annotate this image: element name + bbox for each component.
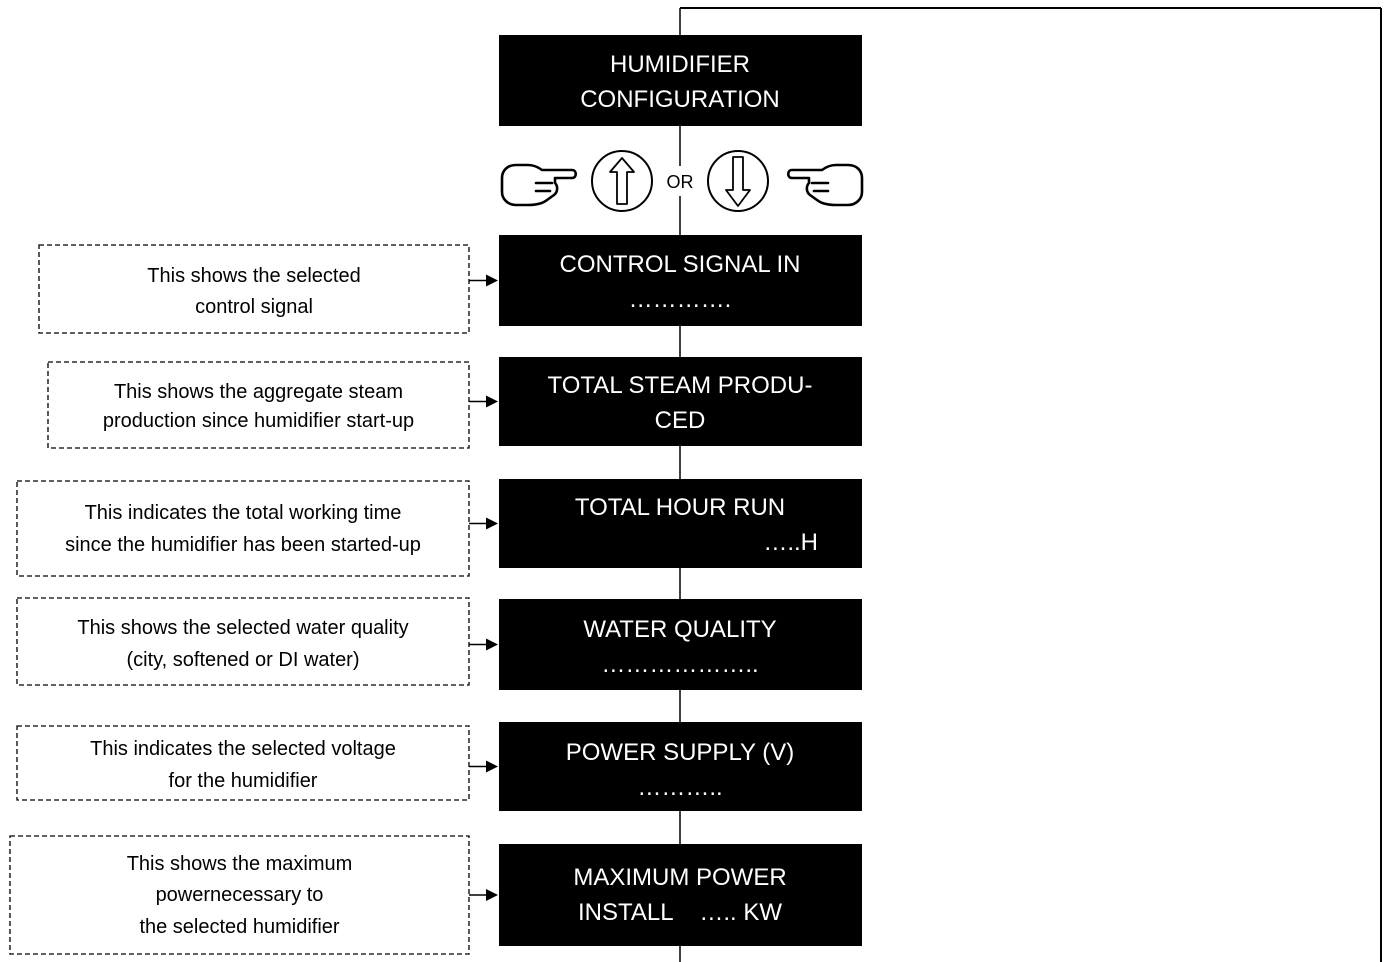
menu-item-5: POWER SUPPLY (V) ……….. This indicates the … bbox=[16, 722, 862, 811]
title-box: HUMIDIFIER CONFIGURATION bbox=[499, 35, 862, 126]
down-arrow-button-icon bbox=[707, 150, 769, 212]
menu-item-3: TOTAL HOUR RUN …..H This indicates the tot… bbox=[16, 479, 862, 577]
menu-item-value: CED bbox=[655, 407, 706, 434]
menu-item-6: MAXIMUM POWER INSTALL ….. KW This shows th… bbox=[9, 835, 862, 955]
note-box bbox=[16, 597, 470, 686]
menu-item-box bbox=[499, 479, 862, 568]
menu-item-box bbox=[499, 844, 862, 946]
note-text-line: This shows the selected bbox=[147, 265, 360, 287]
pointing-hand-left-icon bbox=[786, 163, 864, 207]
navigation-row: OR bbox=[500, 150, 864, 212]
arrowhead-icon bbox=[486, 638, 498, 651]
note-box bbox=[16, 725, 470, 801]
menu-item-box bbox=[499, 235, 862, 326]
menu-item-value: ……….. bbox=[637, 774, 722, 801]
note-text-line: production since humidifier start-up bbox=[103, 410, 414, 432]
menu-item-value: …………. bbox=[629, 286, 732, 313]
note-text-line: (city, softened or DI water) bbox=[126, 649, 359, 671]
note-text-line: This indicates the total working time bbox=[85, 502, 402, 524]
menu-item-value: ……………….. bbox=[601, 651, 758, 678]
title-line-2: CONFIGURATION bbox=[580, 86, 780, 113]
menu-item-box bbox=[499, 599, 862, 690]
menu-item-title: POWER SUPPLY (V) bbox=[566, 739, 795, 766]
menu-item-title: CONTROL SIGNAL IN bbox=[560, 251, 801, 278]
up-arrow-button-icon bbox=[591, 150, 653, 212]
note-text-line: control signal bbox=[195, 296, 313, 318]
menu-item-1: CONTROL SIGNAL IN …………. This shows the sel… bbox=[38, 235, 862, 334]
arrowhead-icon bbox=[486, 274, 498, 287]
menu-item-title: TOTAL STEAM PRODU- bbox=[548, 372, 813, 399]
menu-item-4: WATER QUALITY ……………….. This shows the sele… bbox=[16, 597, 862, 690]
menu-item-box bbox=[499, 357, 862, 446]
menu-item-box bbox=[499, 722, 862, 811]
note-text-line: powernecessary to bbox=[156, 884, 324, 906]
menu-item-value: INSTALL ….. KW bbox=[578, 899, 782, 926]
note-box bbox=[47, 361, 470, 449]
or-label: OR bbox=[667, 172, 694, 192]
menu-item-value: …..H bbox=[763, 529, 818, 556]
note-box bbox=[16, 480, 470, 577]
note-text-line: since the humidifier has been started-up bbox=[65, 534, 421, 556]
note-text-line: This shows the selected water quality bbox=[77, 617, 408, 639]
note-text-line: This shows the maximum bbox=[127, 853, 353, 875]
arrowhead-icon bbox=[486, 395, 498, 408]
menu-item-title: MAXIMUM POWER bbox=[573, 864, 786, 891]
note-box bbox=[38, 244, 470, 334]
note-text-line: for the humidifier bbox=[169, 770, 318, 792]
arrowhead-icon bbox=[486, 517, 498, 530]
note-text-line: This indicates the selected voltage bbox=[90, 738, 396, 760]
menu-item-2: TOTAL STEAM PRODU- CED This shows the aggr… bbox=[47, 357, 862, 449]
menu-item-title: WATER QUALITY bbox=[583, 616, 776, 643]
menu-items: CONTROL SIGNAL IN …………. This shows the sel… bbox=[9, 235, 862, 955]
arrowhead-icon bbox=[486, 760, 498, 773]
pointing-hand-right-icon bbox=[500, 163, 578, 207]
menu-item-title: TOTAL HOUR RUN bbox=[575, 494, 785, 521]
title-line-1: HUMIDIFIER bbox=[610, 51, 750, 78]
note-text-line: This shows the aggregate steam bbox=[114, 381, 403, 403]
arrowhead-icon bbox=[486, 889, 498, 901]
note-text-line: the selected humidifier bbox=[139, 916, 339, 938]
